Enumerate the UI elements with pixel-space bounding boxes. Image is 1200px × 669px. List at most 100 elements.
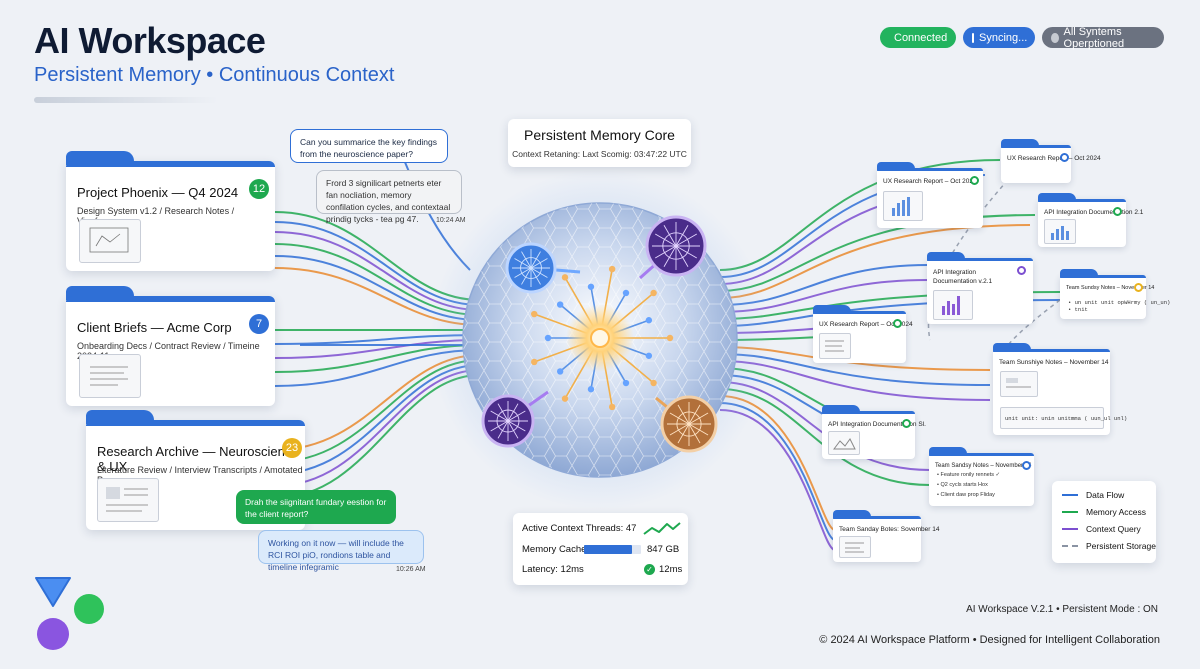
page-title: AI Workspace [34, 20, 266, 61]
node-mesh-line [669, 423, 690, 436]
doc-card[interactable]: UX Research Report – Oct 2024 [1001, 139, 1101, 183]
node-mesh-line [675, 224, 689, 247]
doc-card-title: Team Sandsy Notes – November 14 [935, 463, 1032, 469]
node-mesh-ring [662, 232, 690, 260]
status-dot-icon [970, 176, 979, 185]
node-blue [505, 242, 557, 294]
doc-card[interactable]: UX Research Report – Oct 2024 [813, 305, 913, 363]
bar-chart-thumbnail [883, 191, 923, 221]
legend-swatch [1062, 494, 1078, 496]
core-spoke-node [622, 379, 630, 387]
status-systems-label: All Syntems Operptioned [1063, 25, 1125, 50]
node-mesh-line [654, 233, 677, 247]
core-spoke-node [561, 274, 569, 281]
info-icon [1051, 32, 1059, 43]
folder-topbar [66, 161, 275, 167]
doc-card[interactable]: Team Sunshiye Notes – November 14 unit u… [993, 343, 1127, 435]
chat-timestamp: 10:24 AM [436, 217, 466, 224]
node-mesh-line [688, 423, 701, 444]
title-underline [34, 97, 218, 103]
status-dot-icon [1017, 266, 1026, 275]
check-icon: ✓ [644, 564, 655, 575]
status-syncing-badge[interactable]: Syncing... [963, 27, 1035, 48]
node-mesh-line [530, 258, 548, 269]
legend-label: Persistent Storage [1086, 541, 1156, 551]
folder-topbar [1060, 275, 1146, 278]
core-spoke-node [587, 386, 595, 393]
doc-card-title: API Integration Documentation 2.1 [1044, 209, 1144, 216]
folder-tab [1001, 139, 1039, 147]
node-mesh-ring [676, 411, 702, 437]
folder-tab [877, 162, 915, 170]
doc-card[interactable]: UX Research Report – Oct 2024 [877, 162, 983, 228]
core-spoke-node [556, 368, 564, 375]
node-mesh-line [507, 403, 519, 422]
legend: Data Flow Memory Access Context Query Pe… [1052, 481, 1156, 563]
folder-tab [929, 447, 967, 455]
wireframe-thumbnail [79, 219, 141, 263]
doc-card[interactable]: API Integration Documentation 2.1 [1038, 193, 1143, 247]
doc-card-title: API Integration Documentation v.2.1 [933, 269, 993, 285]
doc-card-title: UX Research Report – Oct 2024 [819, 321, 913, 328]
document-thumbnail [1000, 371, 1038, 397]
node-mesh-line [490, 420, 509, 432]
core-title: Persistent Memory Core [524, 127, 675, 143]
status-syncing-label: Syncing... [979, 31, 1028, 44]
node-mesh-ring [520, 257, 542, 279]
page-subtitle: Persistent Memory • Continuous Context [34, 64, 395, 86]
doc-card[interactable]: API Integration Documentation v.2.1 [927, 252, 1033, 324]
active-threads-label: Active Context Threads: 47 [522, 523, 637, 534]
legend-item-persistent-storage: Persistent Storage [1062, 541, 1156, 551]
legend-swatch [1062, 528, 1078, 530]
bar-chart-thumbnail [933, 290, 973, 320]
status-connected-badge[interactable]: Connected [880, 27, 956, 48]
code-snippet: unit unit: unin unitmma ( uun_ul unl) [1000, 407, 1127, 429]
core-spoke-node [561, 395, 569, 402]
doc-card-title: Team Sanday Botes: Sovember 14 [839, 526, 940, 533]
node-mesh-ring [496, 409, 520, 433]
core-spoke-node [587, 283, 595, 290]
sync-icon [972, 32, 974, 43]
legend-label: Data Flow [1086, 490, 1125, 500]
doc-card-title: UX Research Report – Oct 2024 [883, 178, 977, 185]
status-systems-badge[interactable]: All Syntems Operptioned [1042, 25, 1164, 50]
node-mesh-line [530, 251, 541, 269]
doc-card[interactable]: API Integration Documentation Sl. [822, 405, 926, 459]
bar-chart-thumbnail [1044, 219, 1076, 244]
doc-card-title: Team Sunshiye Notes – November 14 [999, 359, 1109, 366]
latency-label: Latency: 12ms [522, 564, 584, 575]
doc-card[interactable]: Team Sanday Botes: Sovember 14 [833, 510, 939, 562]
legend-item-data-flow: Data Flow [1062, 490, 1124, 500]
node-mesh-line [521, 251, 532, 269]
status-dot-icon [902, 419, 911, 428]
chat-user-message: Can you summarice the key findings from … [290, 129, 448, 163]
doc-card[interactable]: Team Sundsy Notes – November 14 • un uni… [1060, 269, 1170, 319]
copyright: © 2024 AI Workspace Platform • Designed … [819, 634, 1160, 646]
folder-topbar [1038, 199, 1126, 202]
node-mesh-line [530, 267, 541, 285]
doc-card-title: UX Research Report – Oct 2024 [1007, 155, 1101, 162]
doc-card[interactable]: Team Sandsy Notes – November 14 • Featur… [929, 447, 1034, 506]
bullet-item: • Feature ronily rennets ✓ [937, 472, 1001, 478]
bullet-text: Feature ronily rennets ✓ [940, 472, 1001, 478]
document-thumbnail [839, 536, 871, 558]
node-mesh-line [669, 412, 690, 425]
document-thumbnail [79, 354, 141, 398]
memory-cache-label: Memory Cache: [522, 544, 590, 555]
node-purple-bottom [481, 394, 535, 448]
folder-tab [822, 405, 860, 413]
paper-thumbnail [97, 478, 159, 522]
folder-tab [833, 510, 871, 518]
core-spoke-node [556, 301, 564, 308]
doc-card-code-2: • tnit [1068, 306, 1088, 313]
status-dot-icon [1113, 207, 1122, 216]
folder-topbar [822, 411, 915, 414]
node-mesh-line [688, 404, 701, 425]
node-mesh-line [514, 258, 532, 269]
node-mesh-line [663, 245, 677, 268]
core-spoke-node [608, 403, 616, 411]
folder-client-briefs[interactable]: Client Briefs — Acme Corp Onbearding Dec… [66, 286, 275, 406]
chat-ai-reply: Frord 3 signilicart petnerts eter fan no… [316, 170, 462, 224]
folder-project-phoenix[interactable]: Project Phoenix — Q4 2024 Design System … [66, 151, 275, 271]
